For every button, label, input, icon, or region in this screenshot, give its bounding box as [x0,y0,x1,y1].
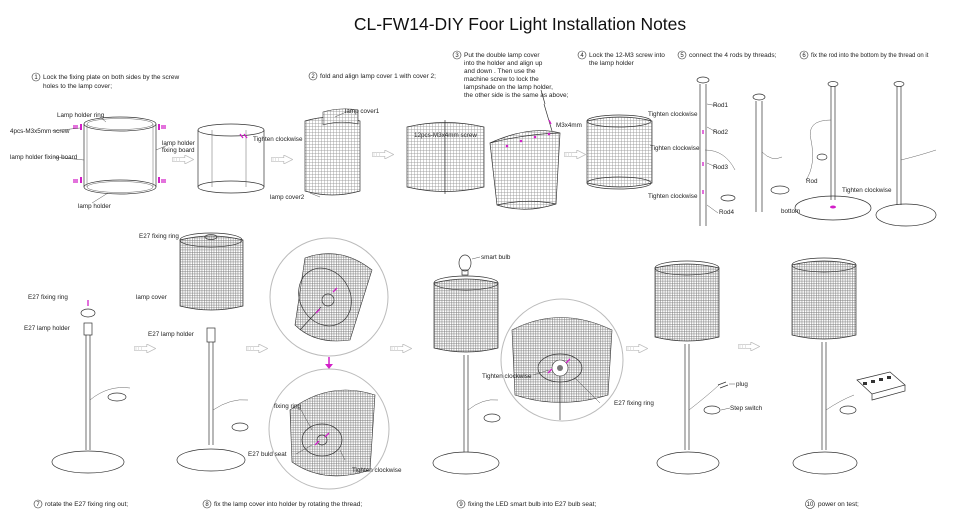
label-holder-fixing-board-right-2: fixing board [162,147,195,154]
step-3-line-1: Put the double lamp cover [464,52,540,59]
step-8-line-1: fix the lamp cover into holder by rotati… [214,501,362,508]
label-lamp-cover1: lamp cover1 [345,108,380,115]
step-5-line-1: connect the 4 rods by threads; [689,52,777,59]
step-8-number: 8 [205,502,209,508]
step-1-caption: 1 Lock the fixing plate on both sides by… [31,72,180,90]
label-screws-m3x4: 12pcs-M3x4mm screw [414,132,477,139]
label-rod3: Rod3 [713,164,729,171]
step-9-number: 9 [459,502,463,508]
figure-rods [696,76,790,226]
arrow-icon [390,344,412,353]
figure-assembled-shade [586,114,653,190]
step-7-caption: 7 rotate the E27 fixing ring out; [33,499,128,509]
step-3-line-3: and down . Then use the [464,68,536,75]
label-e27-fixing-ring-2: E27 fixing ring [139,233,179,240]
label-fixing-ring: fixing ring [274,403,301,410]
step-4-line-1: Lock the 12-M3 screw into [589,52,665,59]
figure-lamp-switch [654,260,735,475]
label-bottom: bottom [781,208,800,215]
label-e27-fixing-ring-1: E27 fixing ring [28,294,68,301]
step-2-number: 2 [311,74,315,80]
step-10-caption: 10 power on test; [805,499,859,509]
step-5-number: 5 [680,53,684,59]
step-3-caption: 3 Put the double lamp cover into the hol… [452,50,569,99]
label-tighten-clockwise-3: Tighten clockwise [650,145,700,152]
label-tighten-clockwise-1: Tighten clockwise [253,136,303,143]
label-tighten-clockwise-2: Tighten clockwise [648,111,698,118]
label-tighten-clockwise-6: Tighten clockwise [352,467,402,474]
figure-zoom-fixing-ring [268,237,390,490]
label-screws-m3x5: 4pcs-M3x5mm screw [10,128,70,135]
label-e27-buld-seat: E27 buld seat [248,451,287,458]
step-7-line-1: rotate the E27 fixing ring out; [45,501,128,508]
label-lamp-cover: lamp cover [136,294,167,301]
step-3-number: 3 [455,53,459,59]
figure-lamp-covers [304,108,361,198]
step-2-line-1: fold and align lamp cover 1 with cover 2… [320,73,436,80]
step-10-line-1: power on test; [818,501,859,508]
arrow-icon [564,150,586,159]
figure-stand-e27-ring [51,300,131,474]
step-9-caption: 9 fixing the LED smart bulb into E27 bul… [456,499,596,509]
label-holder-fixing-board-left: lamp holder fixing board [10,154,78,161]
label-holder-fixing-board-right-1: lamp holder [162,140,195,147]
figure-frame-tightened [197,123,265,194]
figure-joined-cover [406,120,485,194]
label-rod: Rod [806,178,818,185]
step-8-caption: 8 fix the lamp cover into holder by rota… [202,499,362,509]
step-7-number: 7 [36,502,40,508]
label-rod4: Rod4 [719,209,735,216]
label-smart-bulb: smart bulb [481,254,511,261]
step-10-number: 10 [807,502,814,508]
step-1-line-2: holes to the lamp cover; [43,83,112,90]
step-6-caption: 6 fix the rod into the bottom by the thr… [799,50,929,60]
step-1-line-1: Lock the fixing plate on both sides by t… [43,74,180,81]
step-5-caption: 5 connect the 4 rods by threads; [677,50,777,60]
figure-lamp-smart-bulb [432,254,501,475]
label-plug: plug [736,381,748,388]
page-title: CL-FW14-DIY Foor Light Installation Note… [354,14,687,34]
step-3-line-2: into the holder and align up [464,60,543,67]
arrow-icon [246,344,268,353]
figure-lamp-cover-with-stand [176,232,249,472]
step-3-line-5: lampshade on the lamp holder, [464,84,553,91]
figure-rod-into-bottom [794,81,937,227]
arrow-icon [738,342,760,351]
step-4-number: 4 [580,53,584,59]
step-6-line-1: fix the rod into the bottom by the threa… [811,53,929,59]
arrow-icon [271,155,293,164]
step-3-line-6: the other side is the same as above; [464,92,569,99]
step-4-caption: 4 Lock the 12-M3 screw into the lamp hol… [577,50,665,67]
label-rod1: Rod1 [713,102,729,109]
figure-power-on [791,257,906,475]
label-step-switch: Step switch [730,405,763,412]
label-tighten-clockwise-7: Tighten clockwise [482,373,532,380]
step-2-caption: 2 fold and align lamp cover 1 with cover… [308,71,436,81]
step-1-number: 1 [34,75,38,81]
label-tighten-clockwise-4: Tighten clockwise [648,193,698,200]
arrow-icon [372,150,394,159]
figure-cover-in-holder [489,89,561,210]
label-e27-lamp-holder-1: E27 lamp holder [24,325,70,332]
label-lamp-holder: lamp holder [78,203,111,210]
step-9-line-1: fixing the LED smart bulb into E27 bulb … [468,501,596,508]
label-e27-fixing-ring-3: E27 fixing ring [614,400,654,407]
figure-lamp-holder-frame [51,116,169,204]
step-4-line-2: the lamp holder [589,60,635,67]
arrow-icon [134,344,156,353]
figure-zoom-bulb-seat [500,298,624,422]
arrow-icon [626,344,648,353]
label-e27-lamp-holder-2: E27 lamp holder [148,331,194,338]
step-3-line-4: machine screw to lock the [464,76,539,83]
label-rod2: Rod2 [713,129,729,136]
label-m3x4mm: M3x4mm [556,122,582,129]
arrow-icon [172,155,194,164]
label-lamp-cover2: lamp cover2 [270,194,305,201]
label-lamp-holder-ring: Lamp holder ring [57,112,105,119]
label-tighten-clockwise-5: Tighten clockwise [842,187,892,194]
step-6-number: 6 [802,53,806,59]
